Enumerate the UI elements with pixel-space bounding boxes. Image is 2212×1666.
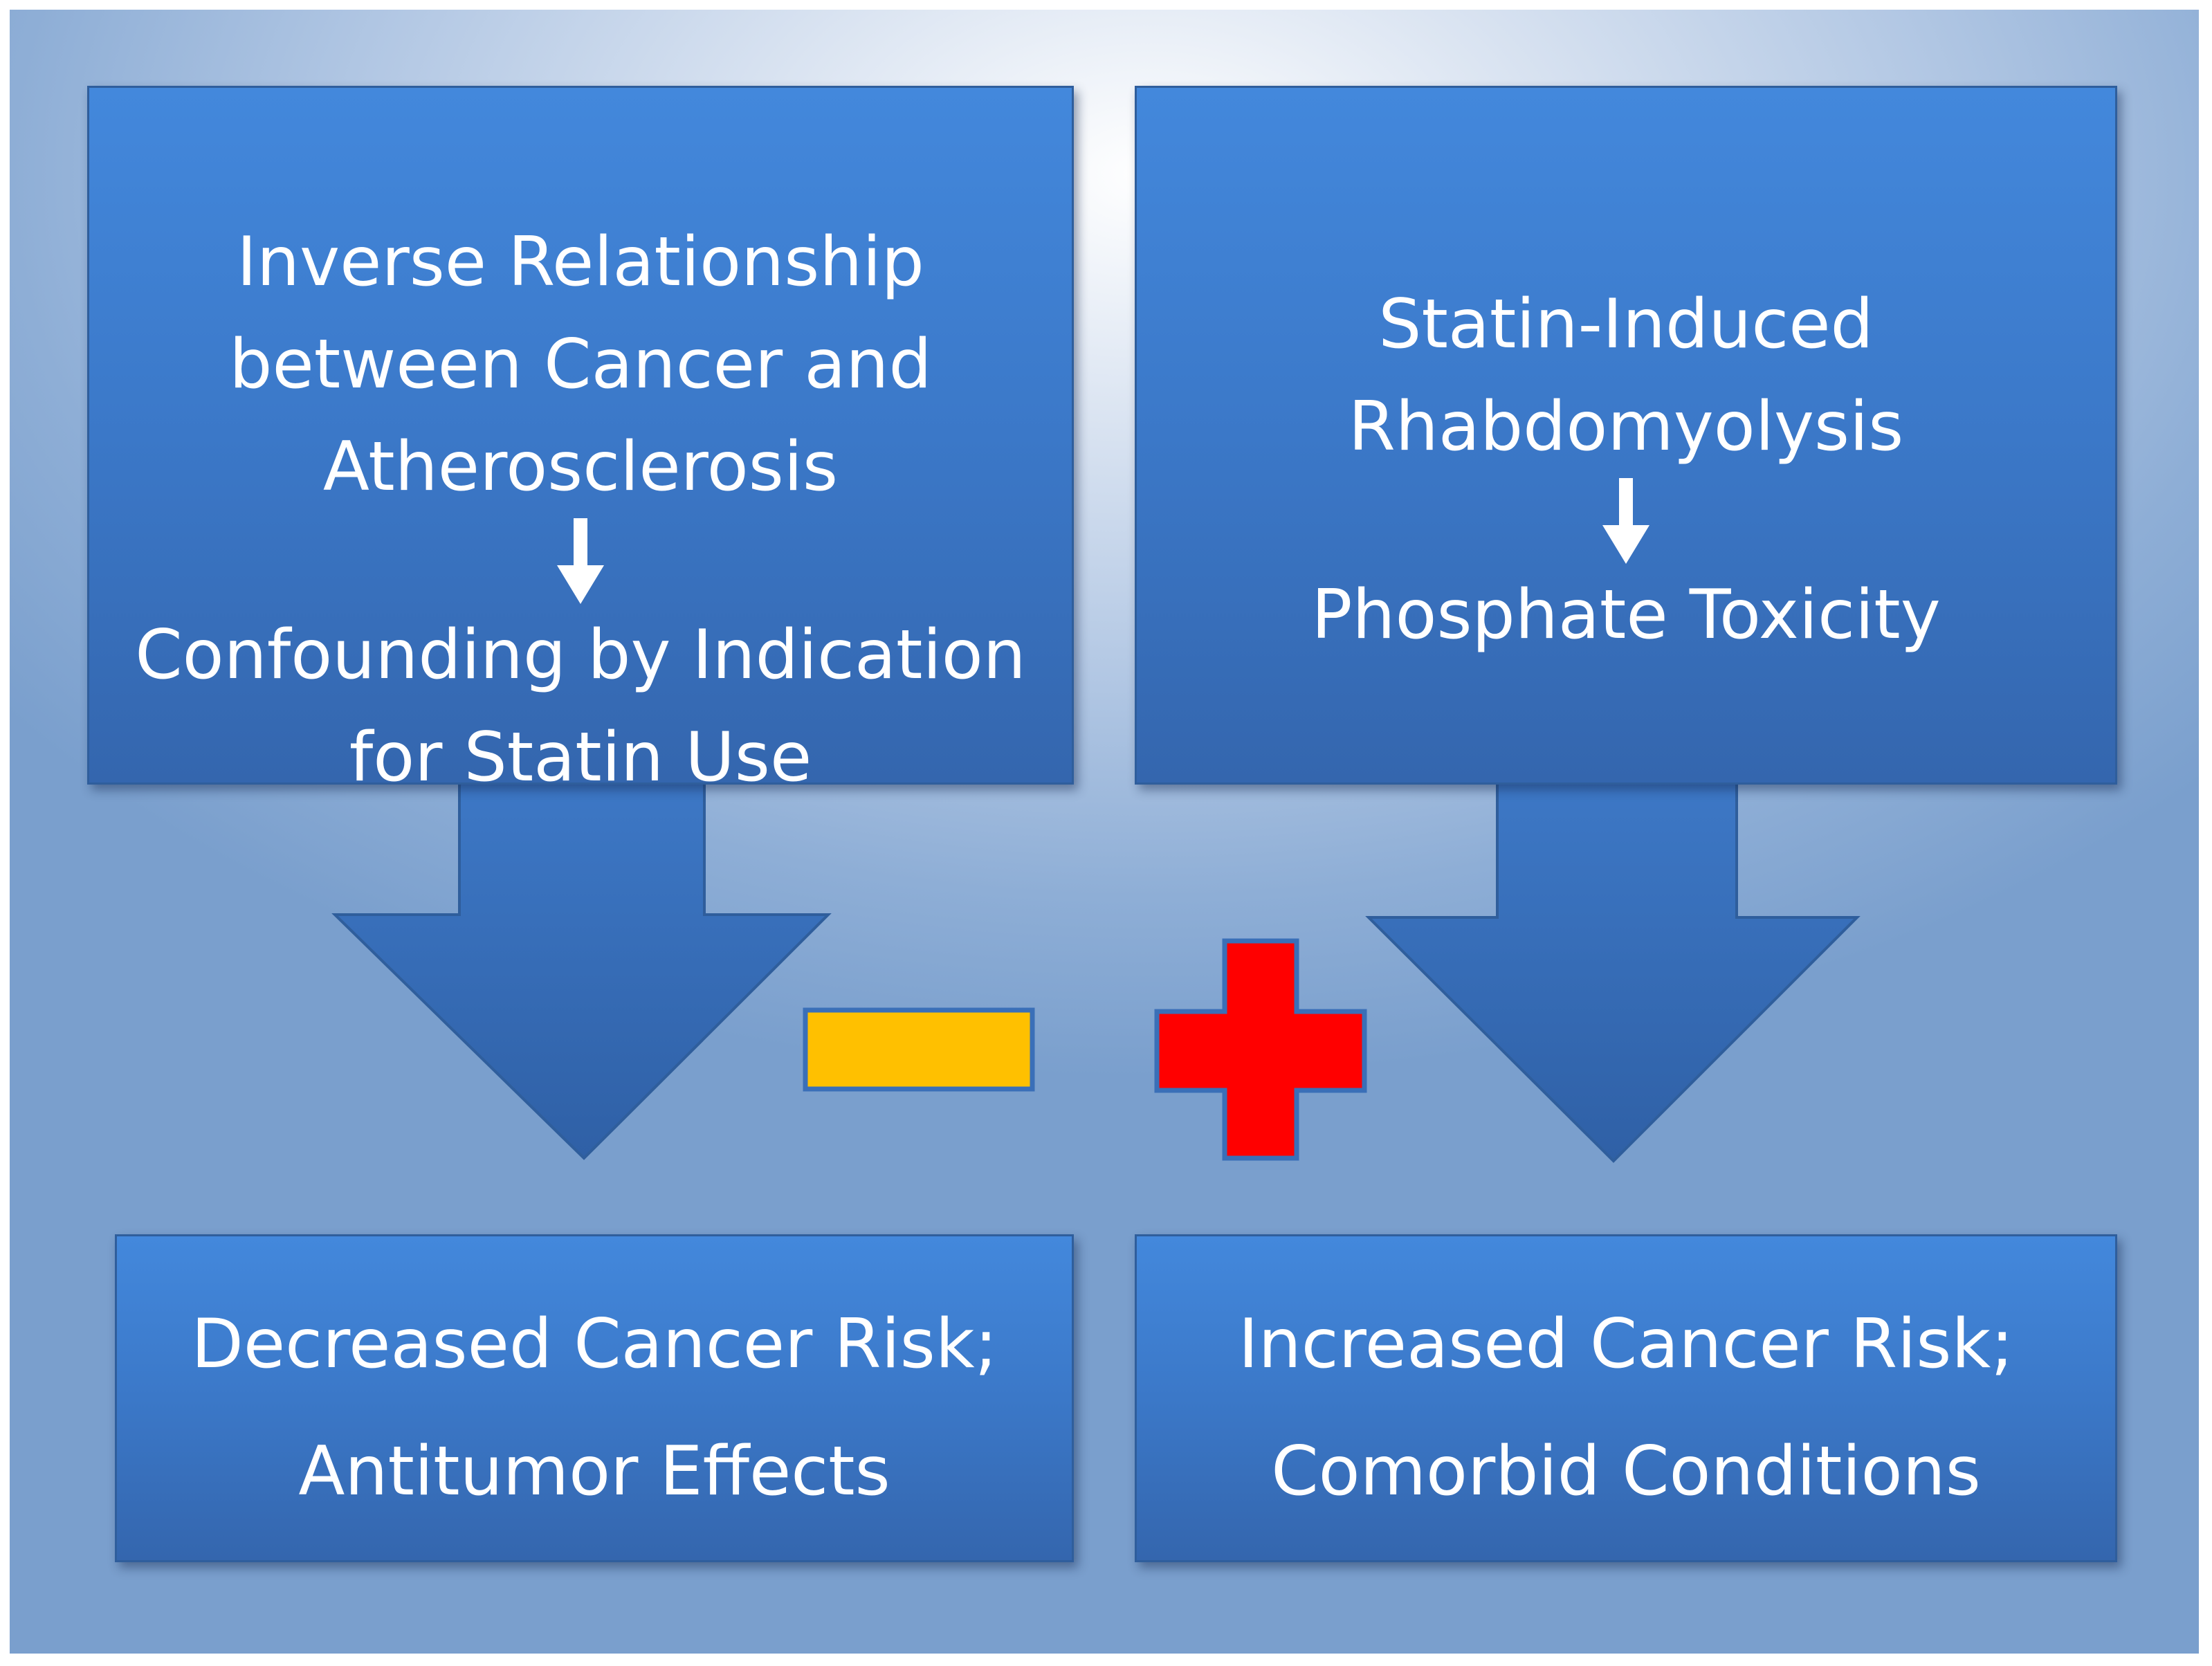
increased-risk-box: Increased Cancer Risk; Comorbid Conditio… [1135, 1234, 2117, 1562]
box-text-line: Inverse Relationship [237, 223, 924, 302]
box-text-line: Phosphate Toxicity [1311, 576, 1941, 654]
box-text-line: Rhabdomyolysis [1348, 387, 1904, 466]
connector-layer [331, 776, 1861, 1163]
box-text-line: Comorbid Conditions [1271, 1432, 1981, 1511]
right-down-arrow [1365, 776, 1861, 1163]
plus-sign [1154, 938, 1367, 1161]
statin-confounding-box: Inverse Relationship between Cancer and … [87, 86, 1074, 797]
box-text-line: Statin-Induced [1378, 285, 1874, 364]
box-text-line: for Statin Use [349, 718, 812, 797]
box-text-line: Decreased Cancer Risk; [191, 1305, 998, 1384]
box-text-line: between Cancer and [229, 325, 932, 404]
down-arrow-icon [89, 518, 1072, 604]
box-text-line: Increased Cancer Risk; [1238, 1305, 2014, 1384]
box-text-line: Atherosclerosis [322, 428, 839, 506]
diagram-background: Inverse Relationship between Cancer and … [10, 10, 2199, 1654]
down-arrow-icon [1137, 478, 2115, 564]
box-text-line: Antitumor Effects [298, 1432, 890, 1511]
box-text-line: Confounding by Indication [135, 616, 1026, 695]
statin-rhabdomyolysis-box: Statin-Induced Rhabdomyolysis Phosphate … [1135, 86, 2117, 785]
left-down-arrow [331, 776, 832, 1160]
decreased-risk-box: Decreased Cancer Risk; Antitumor Effects [115, 1234, 1074, 1562]
minus-sign [803, 1007, 1035, 1092]
